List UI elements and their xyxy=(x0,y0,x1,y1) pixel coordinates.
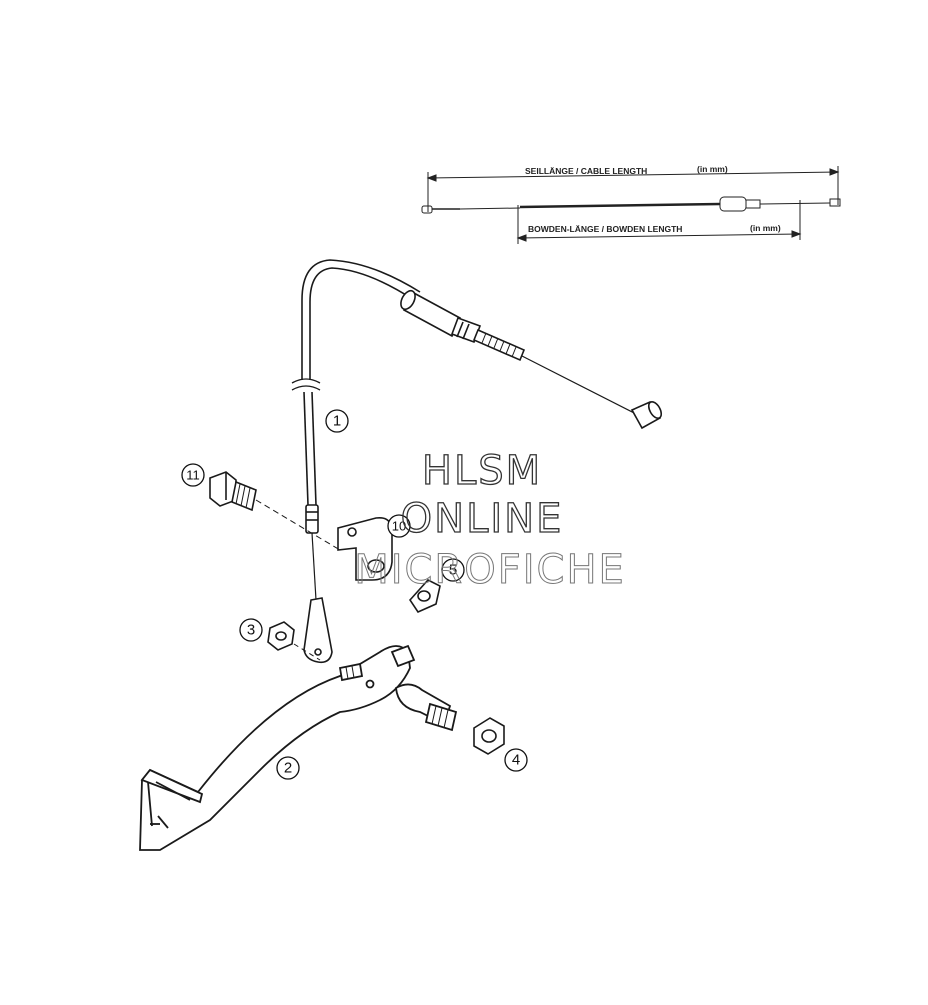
watermark-line-3: MICROFICHE xyxy=(354,547,626,593)
cable-length-unit: (in mm) xyxy=(697,164,728,174)
part-4-flange-nut[interactable] xyxy=(473,717,505,755)
watermark: HLSM ONLINE MICROFICHE xyxy=(354,447,626,593)
cable-schematic xyxy=(421,196,841,214)
callout-5: 5 xyxy=(441,558,465,582)
bowden-length-unit: (in mm) xyxy=(750,223,781,233)
svg-text:11: 11 xyxy=(186,468,200,483)
callouts: 1 11 10 5 3 2 4 xyxy=(181,409,528,780)
callout-3: 3 xyxy=(239,618,263,642)
callout-2: 2 xyxy=(276,756,300,780)
svg-text:2: 2 xyxy=(284,760,292,777)
bowden-length-dimension-line xyxy=(517,233,801,239)
cable-length-dimension-line xyxy=(427,171,839,179)
part-3-nut[interactable] xyxy=(267,621,321,661)
bowden-length-label: BOWDEN-LÄNGE / BOWDEN LENGTH xyxy=(528,224,682,234)
callout-1: 1 xyxy=(325,409,349,433)
svg-text:4: 4 xyxy=(512,752,520,769)
svg-text:1: 1 xyxy=(333,413,341,430)
callout-4: 4 xyxy=(504,748,528,772)
svg-text:3: 3 xyxy=(247,622,255,639)
part-11-bolt[interactable] xyxy=(209,471,341,551)
svg-text:10: 10 xyxy=(392,519,406,534)
part-10-cable-bracket[interactable] xyxy=(337,516,393,581)
watermark-line-1: HLSM xyxy=(422,448,542,494)
cable-length-label: SEILLÄNGE / CABLE LENGTH xyxy=(525,166,647,176)
part-2-foot-brake-lever[interactable] xyxy=(139,644,458,851)
part-5-lock-washer[interactable] xyxy=(408,579,441,614)
cable-dimension-diagram: SEILLÄNGE / CABLE LENGTH (in mm) BOWDEN-… xyxy=(421,164,841,244)
callout-11: 11 xyxy=(181,463,205,487)
watermark-line-2: ONLINE xyxy=(401,496,564,542)
svg-text:5: 5 xyxy=(449,562,457,579)
part-1-brake-cable[interactable] xyxy=(291,259,664,664)
callout-10: 10 xyxy=(387,514,411,538)
